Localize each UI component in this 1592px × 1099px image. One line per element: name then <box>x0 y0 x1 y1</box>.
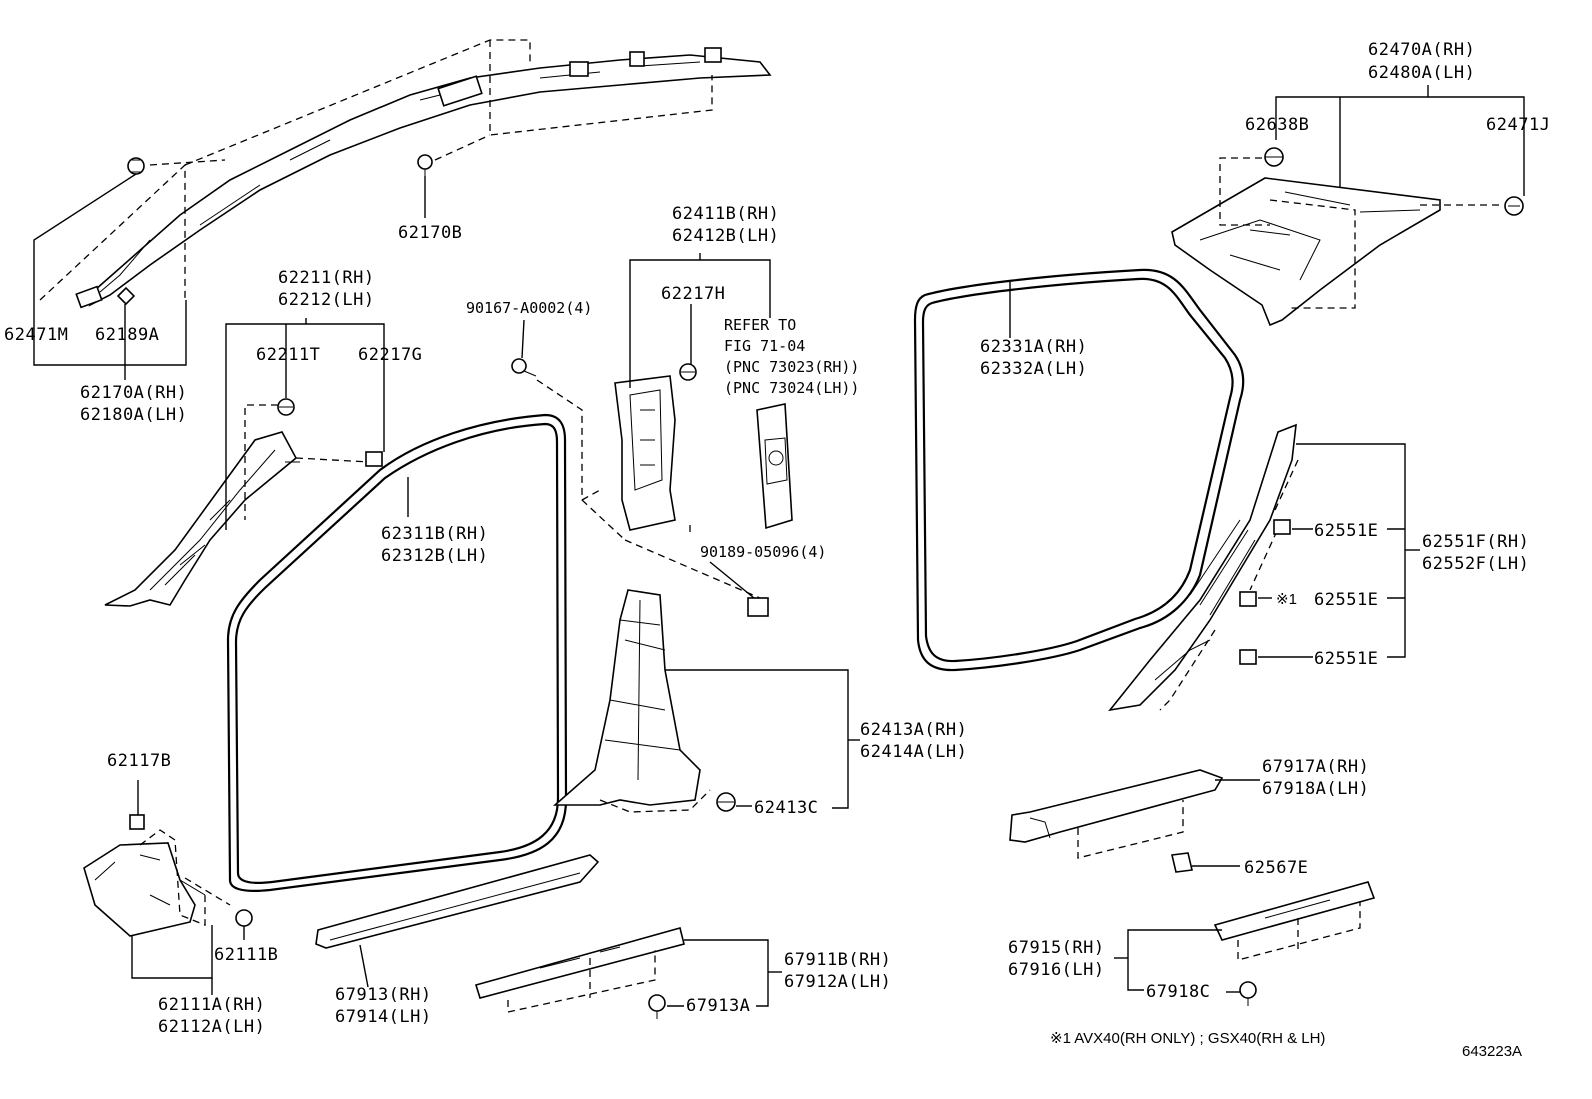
label-67917A-rh: 67917A(RH) <box>1262 757 1369 777</box>
label-62471M: 62471M <box>4 325 68 345</box>
clip-62638B <box>1264 147 1284 167</box>
label-62111A-rh: 62111A(RH) <box>158 995 265 1015</box>
clip-62111B <box>235 909 253 927</box>
label-62112A-lh: 62112A(LH) <box>158 1017 265 1037</box>
refer-note-line2: FIG 71-04 <box>724 337 805 355</box>
clip-62189A <box>116 286 136 306</box>
label-62211-rh: 62211(RH) <box>278 268 375 288</box>
label-62212-lh: 62212(LH) <box>278 290 375 310</box>
rear-door-opening-seal <box>913 268 1245 672</box>
label-67911B-rh: 67911B(RH) <box>784 950 891 970</box>
label-62551E-a: 62551E <box>1314 521 1378 541</box>
label-62117B: 62117B <box>107 751 171 771</box>
figure-code: 643223A <box>1462 1043 1522 1060</box>
label-62211T: 62211T <box>256 345 320 365</box>
roof-side-inner-garnish <box>1171 177 1441 327</box>
seatbelt-anchor-refer <box>756 403 793 530</box>
rear-door-scuff-plate <box>1108 423 1297 712</box>
label-62332A-lh: 62332A(LH) <box>980 359 1087 379</box>
center-pillar-upper-garnish <box>614 375 676 531</box>
clip-62567E <box>1171 852 1193 873</box>
cowl-side-trim <box>83 842 206 937</box>
label-67918C: 67918C <box>1146 982 1210 1002</box>
applicability-footnote: ※1 AVX40(RH ONLY) ; GSX40(RH & LH) <box>1050 1030 1325 1047</box>
rear-scuff-plate-inner <box>1009 769 1224 843</box>
nut-90189-05096 <box>747 597 769 617</box>
part-labels: 62170B 62471M 62189A 62170A(RH) 62180A(L… <box>4 40 1550 1037</box>
label-62470A-rh: 62470A(RH) <box>1368 40 1475 60</box>
label-67915-rh: 67915(RH) <box>1008 938 1105 958</box>
label-62331A-rh: 62331A(RH) <box>980 337 1087 357</box>
label-62551F-rh: 62551F(RH) <box>1422 532 1529 552</box>
clip-62211T <box>277 398 295 416</box>
label-90167-A0002: 90167-A0002(4) <box>466 299 592 317</box>
label-67912A-lh: 67912A(LH) <box>784 972 891 992</box>
clip-62471M <box>127 157 145 175</box>
label-62551E-c: 62551E <box>1314 649 1378 669</box>
front-scuff-plate-outer <box>474 927 685 999</box>
label-62552F-lh: 62552F(LH) <box>1422 554 1529 574</box>
label-62551E-b-mark: ※1 <box>1276 591 1297 608</box>
clip-62551E-b <box>1239 591 1257 607</box>
clip-62413C <box>716 792 736 812</box>
label-62312B-lh: 62312B(LH) <box>381 546 488 566</box>
label-62551E-b: 62551E <box>1314 590 1378 610</box>
label-62480A-lh: 62480A(LH) <box>1368 63 1475 83</box>
clip-62117B <box>129 814 145 830</box>
label-67913A: 67913A <box>686 996 750 1016</box>
screw-90167-A0002 <box>511 358 537 377</box>
label-62412B-lh: 62412B(LH) <box>672 226 779 246</box>
label-62189A: 62189A <box>95 325 159 345</box>
clip-67918C <box>1239 981 1257 1006</box>
label-62567E: 62567E <box>1244 858 1308 878</box>
roof-side-rail-assembly <box>75 47 772 309</box>
front-scuff-plate-inner <box>315 854 600 949</box>
label-62311B-rh: 62311B(RH) <box>381 524 488 544</box>
refer-note-line1: REFER TO <box>724 316 796 334</box>
rear-scuff-plate-outer <box>1213 881 1376 941</box>
clip-62471J <box>1504 196 1524 216</box>
clip-62551E-a <box>1273 519 1291 535</box>
refer-note-line3: (PNC 73023(RH)) <box>724 358 859 376</box>
label-62638B: 62638B <box>1245 115 1309 135</box>
label-62217H: 62217H <box>661 284 725 304</box>
center-pillar-lower-garnish <box>552 589 701 806</box>
label-62170B: 62170B <box>398 223 462 243</box>
label-62180A-lh: 62180A(LH) <box>80 405 187 425</box>
label-62170A-rh: 62170A(RH) <box>80 383 187 403</box>
label-62217G: 62217G <box>358 345 422 365</box>
label-67914-lh: 67914(LH) <box>335 1007 432 1027</box>
clip-62170B <box>417 154 433 176</box>
clip-62217H <box>679 363 697 381</box>
label-62471J: 62471J <box>1486 115 1550 135</box>
refer-note-line4: (PNC 73024(LH)) <box>724 379 859 397</box>
label-62414A-lh: 62414A(LH) <box>860 742 967 762</box>
clip-67913A <box>648 994 666 1019</box>
front-pillar-garnish <box>104 431 300 607</box>
label-67918A-lh: 67918A(LH) <box>1262 779 1369 799</box>
clip-62217G <box>365 451 383 467</box>
label-62411B-rh: 62411B(RH) <box>672 204 779 224</box>
label-90189-05096: 90189-05096(4) <box>700 543 826 561</box>
label-67916-lh: 67916(LH) <box>1008 960 1105 980</box>
clip-62551E-c <box>1239 649 1257 665</box>
label-62413C: 62413C <box>754 798 818 818</box>
label-62413A-rh: 62413A(RH) <box>860 720 967 740</box>
label-62111B: 62111B <box>214 945 278 965</box>
front-door-opening-seal <box>226 413 568 892</box>
label-67913-rh: 67913(RH) <box>335 985 432 1005</box>
